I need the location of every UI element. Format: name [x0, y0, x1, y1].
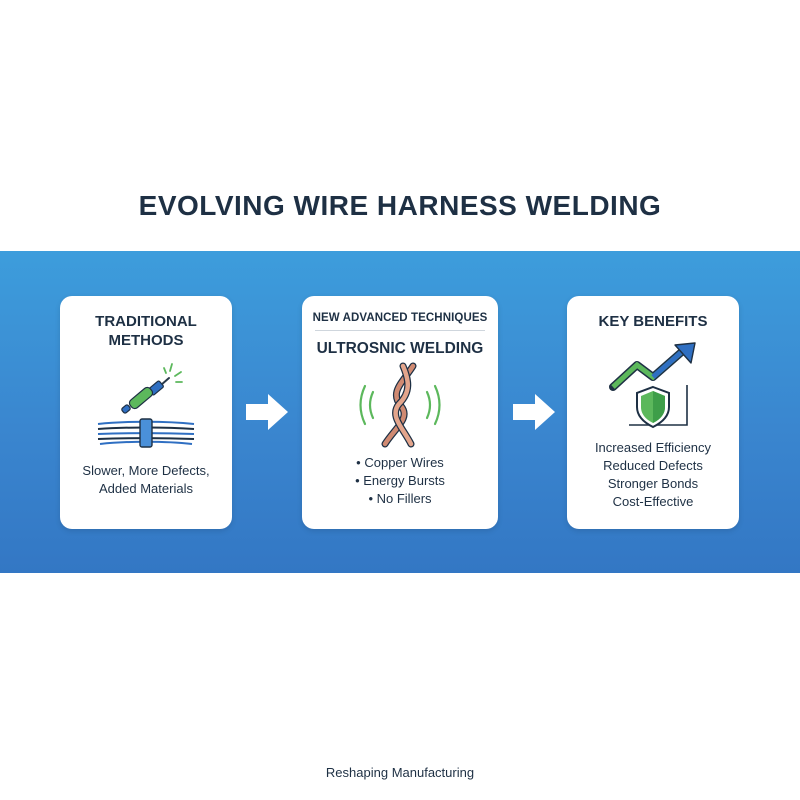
- ultrasonic-icons: [359, 362, 441, 448]
- key-benefits-list: Increased Efficiency Reduced Defects Str…: [567, 439, 739, 511]
- ultrasonic-welding-card: NEW ADVANCED TECHNIQUES ULTROSNIC WELDIN…: [302, 296, 498, 529]
- soldering-iron-icon: [121, 363, 183, 414]
- twisted-copper-wires-icon: [381, 362, 417, 448]
- page-title: EVOLVING WIRE HARNESS WELDING: [138, 190, 662, 221]
- card-divider: [315, 330, 485, 331]
- list-item: Increased Efficiency: [594, 440, 712, 455]
- traditional-title-line1: TRADITIONAL: [95, 313, 197, 330]
- traditional-icons: [97, 363, 195, 448]
- list-item: Stronger Bonds: [607, 476, 699, 491]
- ultrasonic-bullet-list: Copper Wires Energy Bursts No Fillers: [302, 454, 498, 508]
- arrow-right-icon: [513, 394, 555, 430]
- arrow-right-icon: [246, 394, 288, 430]
- list-item: Reduced Defects: [603, 458, 703, 473]
- footer-caption: Reshaping Manufacturing: [325, 765, 475, 780]
- traditional-title-line2: METHODS: [108, 332, 184, 349]
- traditional-text-line2: Added Materials: [99, 481, 193, 496]
- key-benefits-card: KEY BENEFITS Increased Efficiency Reduce…: [567, 296, 739, 529]
- list-item: Cost-Effective: [612, 494, 694, 509]
- ultrasonic-waves-icon: [359, 384, 441, 426]
- wire-bundle-icon: [97, 418, 195, 448]
- key-benefits-title: KEY BENEFITS: [598, 313, 708, 330]
- benefits-icons: [609, 342, 696, 429]
- list-item: Copper Wires: [302, 454, 498, 472]
- new-techniques-label: NEW ADVANCED TECHNIQUES: [312, 312, 488, 324]
- traditional-text-line1: Slower, More Defects,: [82, 463, 210, 478]
- ultrasonic-welding-title: ULTROSNIC WELDING: [316, 340, 484, 357]
- traditional-methods-card: TRADITIONAL METHODS: [60, 296, 232, 529]
- traditional-methods-text: Slower, More Defects, Added Materials: [60, 462, 232, 498]
- shield-icon: [636, 385, 670, 429]
- list-item: No Fillers: [302, 490, 498, 508]
- list-item: Energy Bursts: [302, 472, 498, 490]
- rising-arrow-icon: [609, 342, 696, 391]
- traditional-methods-title: TRADITIONAL METHODS: [60, 312, 232, 350]
